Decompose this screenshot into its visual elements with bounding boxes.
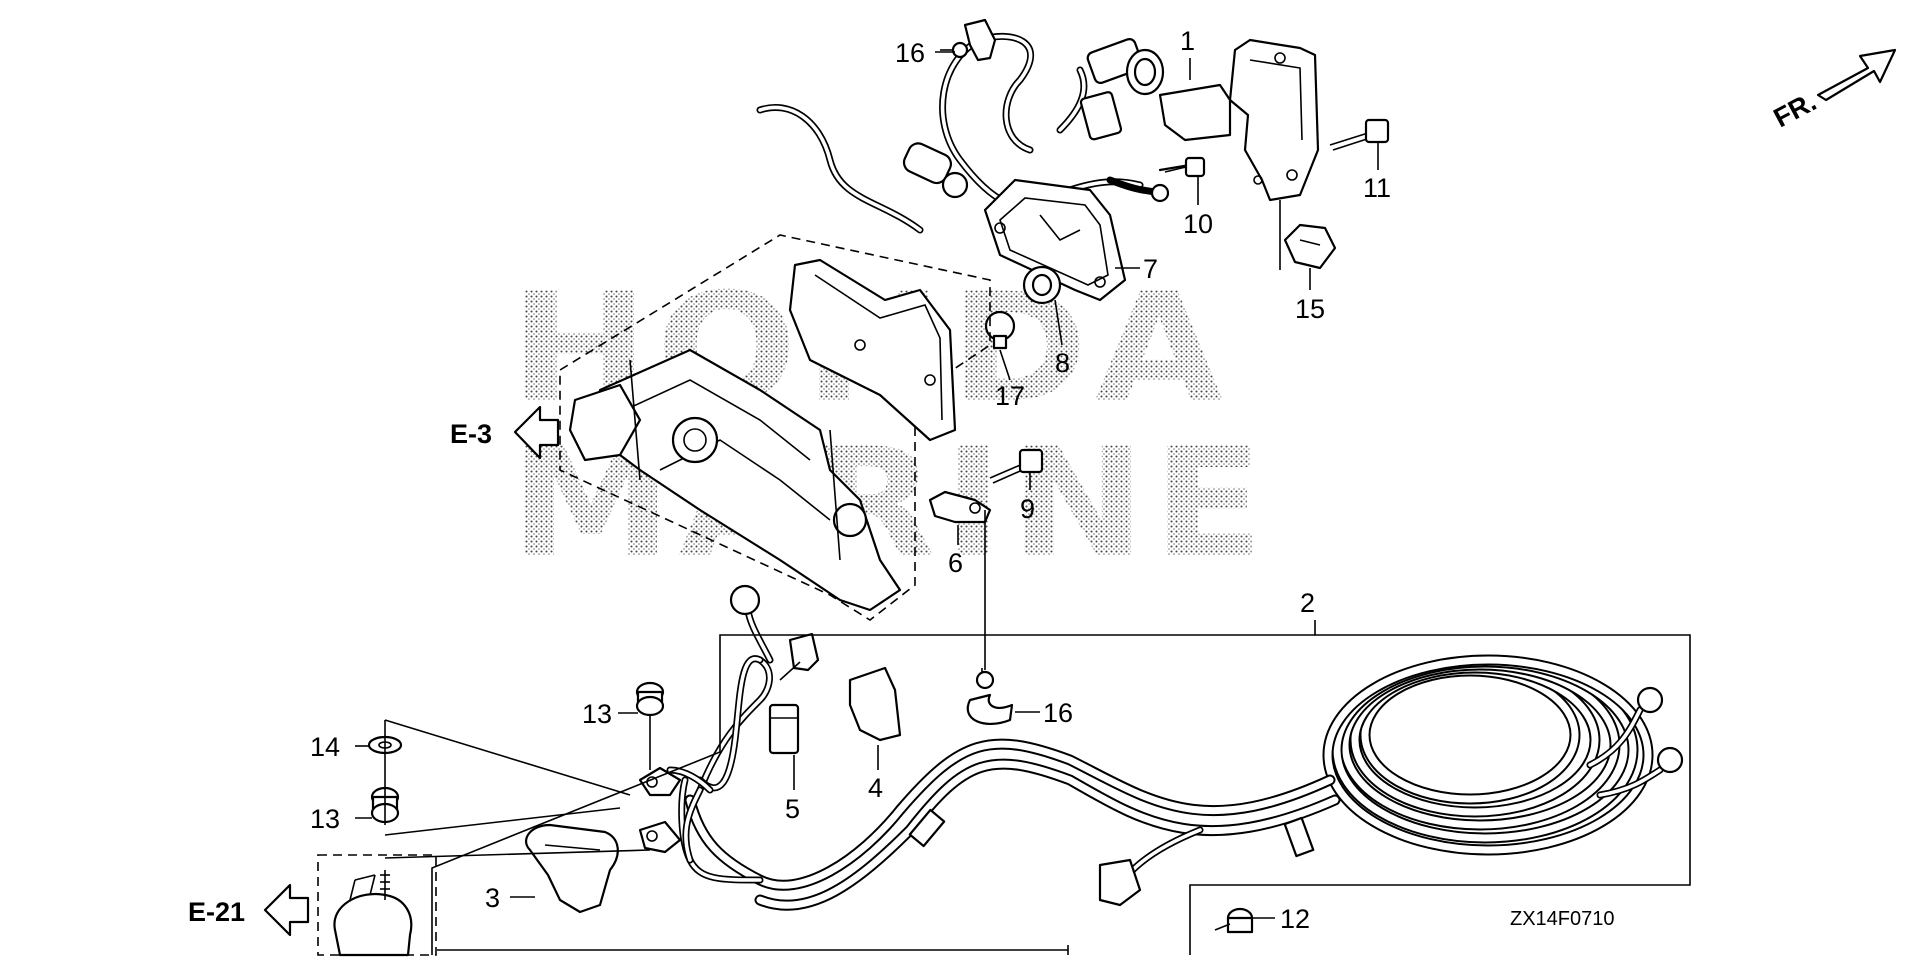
- callout-6: 6: [948, 548, 963, 578]
- callout-11: 11: [1363, 173, 1391, 203]
- callout-9: 9: [1020, 494, 1035, 524]
- reference-arrow-e3: E-3: [450, 405, 560, 460]
- callout-13-upper: 13: [582, 699, 612, 729]
- callout-labels: 1 2 3 4 5 6 7 8 9 10 11 12 13 13 14 15 1…: [310, 26, 1391, 934]
- bolt-10: [1158, 156, 1206, 178]
- bolt-12: [1214, 907, 1254, 934]
- reference-arrow-e21: E-21: [188, 883, 310, 937]
- callout-13-lower: 13: [310, 804, 340, 834]
- callout-8: 8: [1055, 348, 1070, 378]
- collar-17: [984, 310, 1016, 350]
- harness-connector: [1086, 38, 1165, 96]
- main-wire-harness: [638, 584, 1684, 911]
- reference-e21-label: E-21: [188, 897, 245, 927]
- connector-cover-4: [848, 666, 902, 742]
- callout-14: 14: [310, 732, 340, 762]
- throttle-housing-reference: [559, 234, 991, 621]
- callout-5: 5: [785, 794, 800, 824]
- harness-clip-16-lower: [966, 668, 1014, 725]
- wire-clip-15: [1283, 223, 1337, 270]
- front-direction-indicator: FR.: [1769, 48, 1897, 133]
- terminal-cover-3: [525, 823, 619, 914]
- callout-2: 2: [1300, 588, 1315, 618]
- callout-16-lower: 16: [1043, 698, 1073, 728]
- callout-15: 15: [1295, 294, 1325, 324]
- callout-17: 17: [995, 381, 1025, 411]
- callout-3: 3: [485, 883, 500, 913]
- bolt-9: [989, 448, 1044, 484]
- control-module-assembly: [756, 18, 1390, 350]
- connector-cap-5: [768, 703, 800, 755]
- harness-clip: [940, 18, 997, 62]
- drawing-code: ZX14F0710: [1510, 908, 1615, 930]
- callout-4: 4: [868, 773, 883, 803]
- nut-13-upper: [635, 681, 665, 717]
- reference-e3-label: E-3: [450, 419, 492, 449]
- terminal-tab: [779, 632, 820, 681]
- solenoid-reference: [317, 854, 437, 957]
- callout-12: 12: [1280, 904, 1310, 934]
- grommet-8: [1022, 265, 1062, 305]
- mounting-bracket: [1158, 38, 1320, 202]
- callout-16-upper: 16: [895, 38, 925, 68]
- sensor-plug: [902, 142, 969, 199]
- callout-10: 10: [1183, 209, 1213, 239]
- front-direction-label: FR.: [1769, 86, 1821, 133]
- terminal-bracket-6: [928, 490, 992, 524]
- harness-connector: [1079, 91, 1123, 141]
- callout-7: 7: [1143, 254, 1158, 284]
- control-module: [983, 178, 1127, 302]
- leader-lines: [355, 51, 1691, 955]
- callout-1: 1: [1180, 26, 1195, 56]
- bolt-11: [1329, 118, 1390, 151]
